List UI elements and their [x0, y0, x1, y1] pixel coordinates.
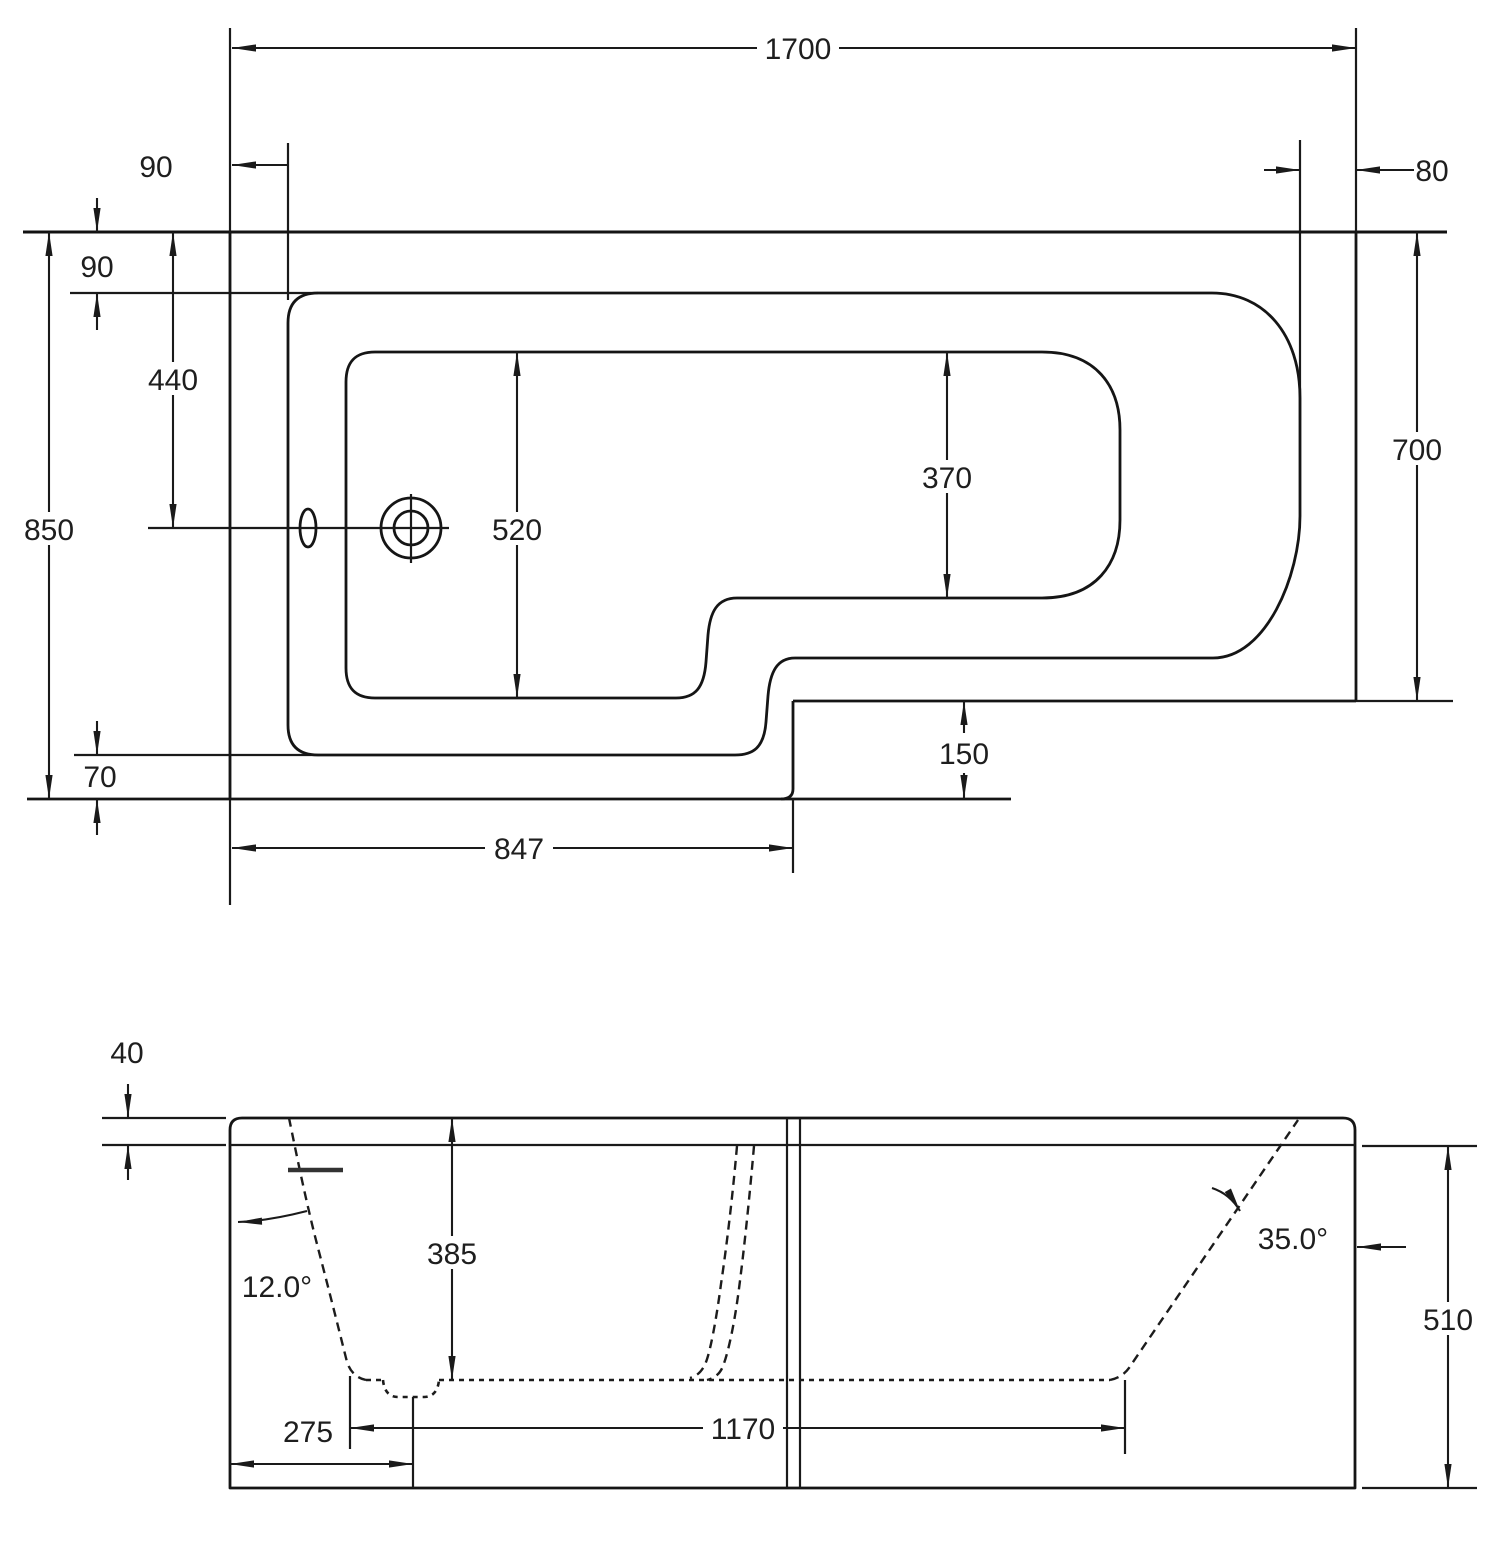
- foot-slope-35deg: [1109, 1119, 1299, 1382]
- elevation-outline: [228, 1116, 1357, 1490]
- waste-drain-symbol: [148, 494, 449, 563]
- dim-label-head-slope-angle: 12.0°: [242, 1271, 312, 1304]
- label-box: [1418, 1302, 1478, 1335]
- dim-label-width-bath-end: 700: [1392, 434, 1442, 467]
- plan-view: 1700 90 80 90 440 850: [20, 28, 1453, 905]
- dim-label-foot-slope-angle: 35.0°: [1258, 1223, 1328, 1256]
- dim-label-internal-depth: 385: [427, 1238, 477, 1271]
- outer-step-edge: [780, 701, 795, 801]
- dim-label-well-width-shower-end: 520: [492, 514, 542, 547]
- label-box: [488, 512, 546, 545]
- step-wall-back: [706, 1145, 756, 1382]
- plan-rim-outline: [286, 291, 1302, 757]
- elevation-dimensions: 40 385 12.0° 35.0° 510: [110, 1037, 1478, 1490]
- dim-label-length-overall: 1700: [765, 33, 832, 66]
- step-wall-front: [689, 1145, 739, 1380]
- plan-extension-lines: [23, 28, 1453, 905]
- dim-label-step-offset: 150: [939, 738, 989, 771]
- dim-label-rim-left: 90: [139, 151, 172, 184]
- dim-label-width-overall: 850: [24, 514, 74, 547]
- label-box: [703, 1411, 783, 1445]
- elevation-view: 40 385 12.0° 35.0° 510: [102, 1037, 1478, 1490]
- plan-dimensions: 1700 90 80 90 440 850: [20, 31, 1449, 866]
- dim-label-rim-thickness: 40: [110, 1037, 143, 1070]
- label-box: [757, 31, 839, 65]
- dim-label-drain-from-wall: 440: [148, 364, 198, 397]
- plan-well-outline: [344, 350, 1122, 700]
- waste-recess: [381, 1379, 441, 1399]
- label-box: [20, 512, 78, 545]
- angle-leader-12deg: [237, 1209, 308, 1225]
- label-box: [1387, 432, 1447, 465]
- dim-label-rim-top: 90: [80, 251, 113, 284]
- dim-label-body-height: 510: [1423, 1304, 1473, 1337]
- dim-label-rim-bottom: 70: [83, 761, 116, 794]
- label-box: [485, 831, 553, 865]
- overflow-symbol: [298, 507, 318, 549]
- label-box: [144, 362, 202, 395]
- angle-leader-35deg: [1211, 1187, 1241, 1212]
- dim-label-shower-section-length: 847: [494, 833, 544, 866]
- dim-label-flat-base-length: 1170: [711, 1413, 776, 1446]
- dim-label-well-width-bath-end: 370: [922, 462, 972, 495]
- head-slope-12deg: [287, 1117, 367, 1382]
- label-box: [918, 460, 976, 493]
- plan-bath-outer-outline: [228, 230, 1358, 801]
- dim-label-waste-center: 275: [283, 1416, 333, 1449]
- dim-label-rim-right: 80: [1415, 155, 1448, 188]
- label-box: [423, 1236, 481, 1269]
